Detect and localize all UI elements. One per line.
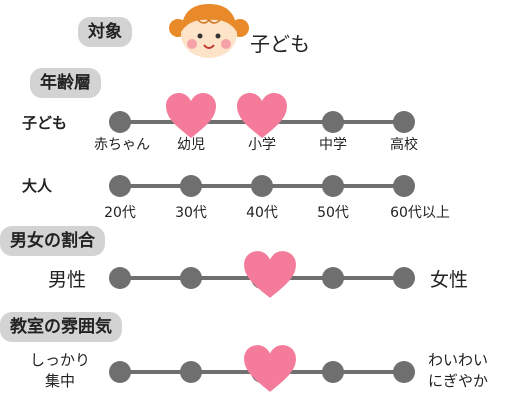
age-adults-dot-3[interactable] bbox=[251, 175, 273, 197]
heart-icon bbox=[237, 93, 287, 138]
atmosphere-dot-5[interactable] bbox=[393, 361, 415, 383]
age-kids-dot-5[interactable] bbox=[393, 111, 415, 133]
atmosphere-dot-2[interactable] bbox=[180, 361, 202, 383]
section-title-age: 年齢層 bbox=[30, 68, 101, 98]
age-adults-dot-1[interactable] bbox=[109, 175, 131, 197]
age-adults-dot-4[interactable] bbox=[322, 175, 344, 197]
atmosphere-right-line-1: わいわい bbox=[428, 351, 489, 369]
target-value: 子ども bbox=[250, 32, 310, 56]
atmosphere-right-label: わいわい にぎやか bbox=[428, 350, 488, 392]
section-title-target: 対象 bbox=[78, 17, 132, 47]
age-kids-tick-5: 高校 bbox=[390, 137, 418, 153]
atmosphere-dot-4[interactable] bbox=[322, 361, 344, 383]
age-kids-tick-2: 幼児 bbox=[177, 137, 205, 153]
age-adults-dot-2[interactable] bbox=[180, 175, 202, 197]
age-adults-dot-5[interactable] bbox=[393, 175, 415, 197]
gender-left-label: 男性 bbox=[48, 269, 87, 291]
atmosphere-dot-1[interactable] bbox=[109, 361, 131, 383]
atmosphere-right-line-2: にぎやか bbox=[428, 372, 489, 390]
child-face-icon bbox=[169, 4, 249, 58]
heart-icon bbox=[244, 251, 296, 298]
age-kids-tick-4: 中学 bbox=[319, 137, 347, 153]
age-kids-tick-1: 赤ちゃん bbox=[94, 137, 150, 153]
atmosphere-left-line-2: 集中 bbox=[45, 372, 76, 390]
age-adults-tick-3: 40代 bbox=[246, 205, 278, 221]
age-adults-tick-1: 20代 bbox=[104, 205, 136, 221]
age-adults-tick-5: 60代以上 bbox=[390, 205, 450, 221]
atmosphere-left-label: しっかり 集中 bbox=[30, 350, 90, 392]
gender-dot-1[interactable] bbox=[109, 267, 131, 289]
heart-icon bbox=[166, 93, 216, 138]
age-adults-label: 大人 bbox=[22, 177, 53, 195]
section-title-atmosphere: 教室の雰囲気 bbox=[0, 312, 122, 342]
age-adults-tick-2: 30代 bbox=[175, 205, 207, 221]
heart-icon bbox=[244, 345, 296, 392]
gender-dot-4[interactable] bbox=[322, 267, 344, 289]
age-adults-tick-4: 50代 bbox=[317, 205, 349, 221]
age-kids-tick-3: 小学 bbox=[248, 137, 276, 153]
gender-dot-5[interactable] bbox=[393, 267, 415, 289]
atmosphere-left-line-1: しっかり bbox=[30, 351, 91, 369]
gender-right-label: 女性 bbox=[430, 269, 469, 291]
gender-dot-2[interactable] bbox=[180, 267, 202, 289]
age-kids-label: 子ども bbox=[22, 114, 68, 132]
section-title-gender: 男女の割合 bbox=[0, 226, 105, 256]
age-kids-dot-1[interactable] bbox=[109, 111, 131, 133]
age-kids-dot-4[interactable] bbox=[322, 111, 344, 133]
